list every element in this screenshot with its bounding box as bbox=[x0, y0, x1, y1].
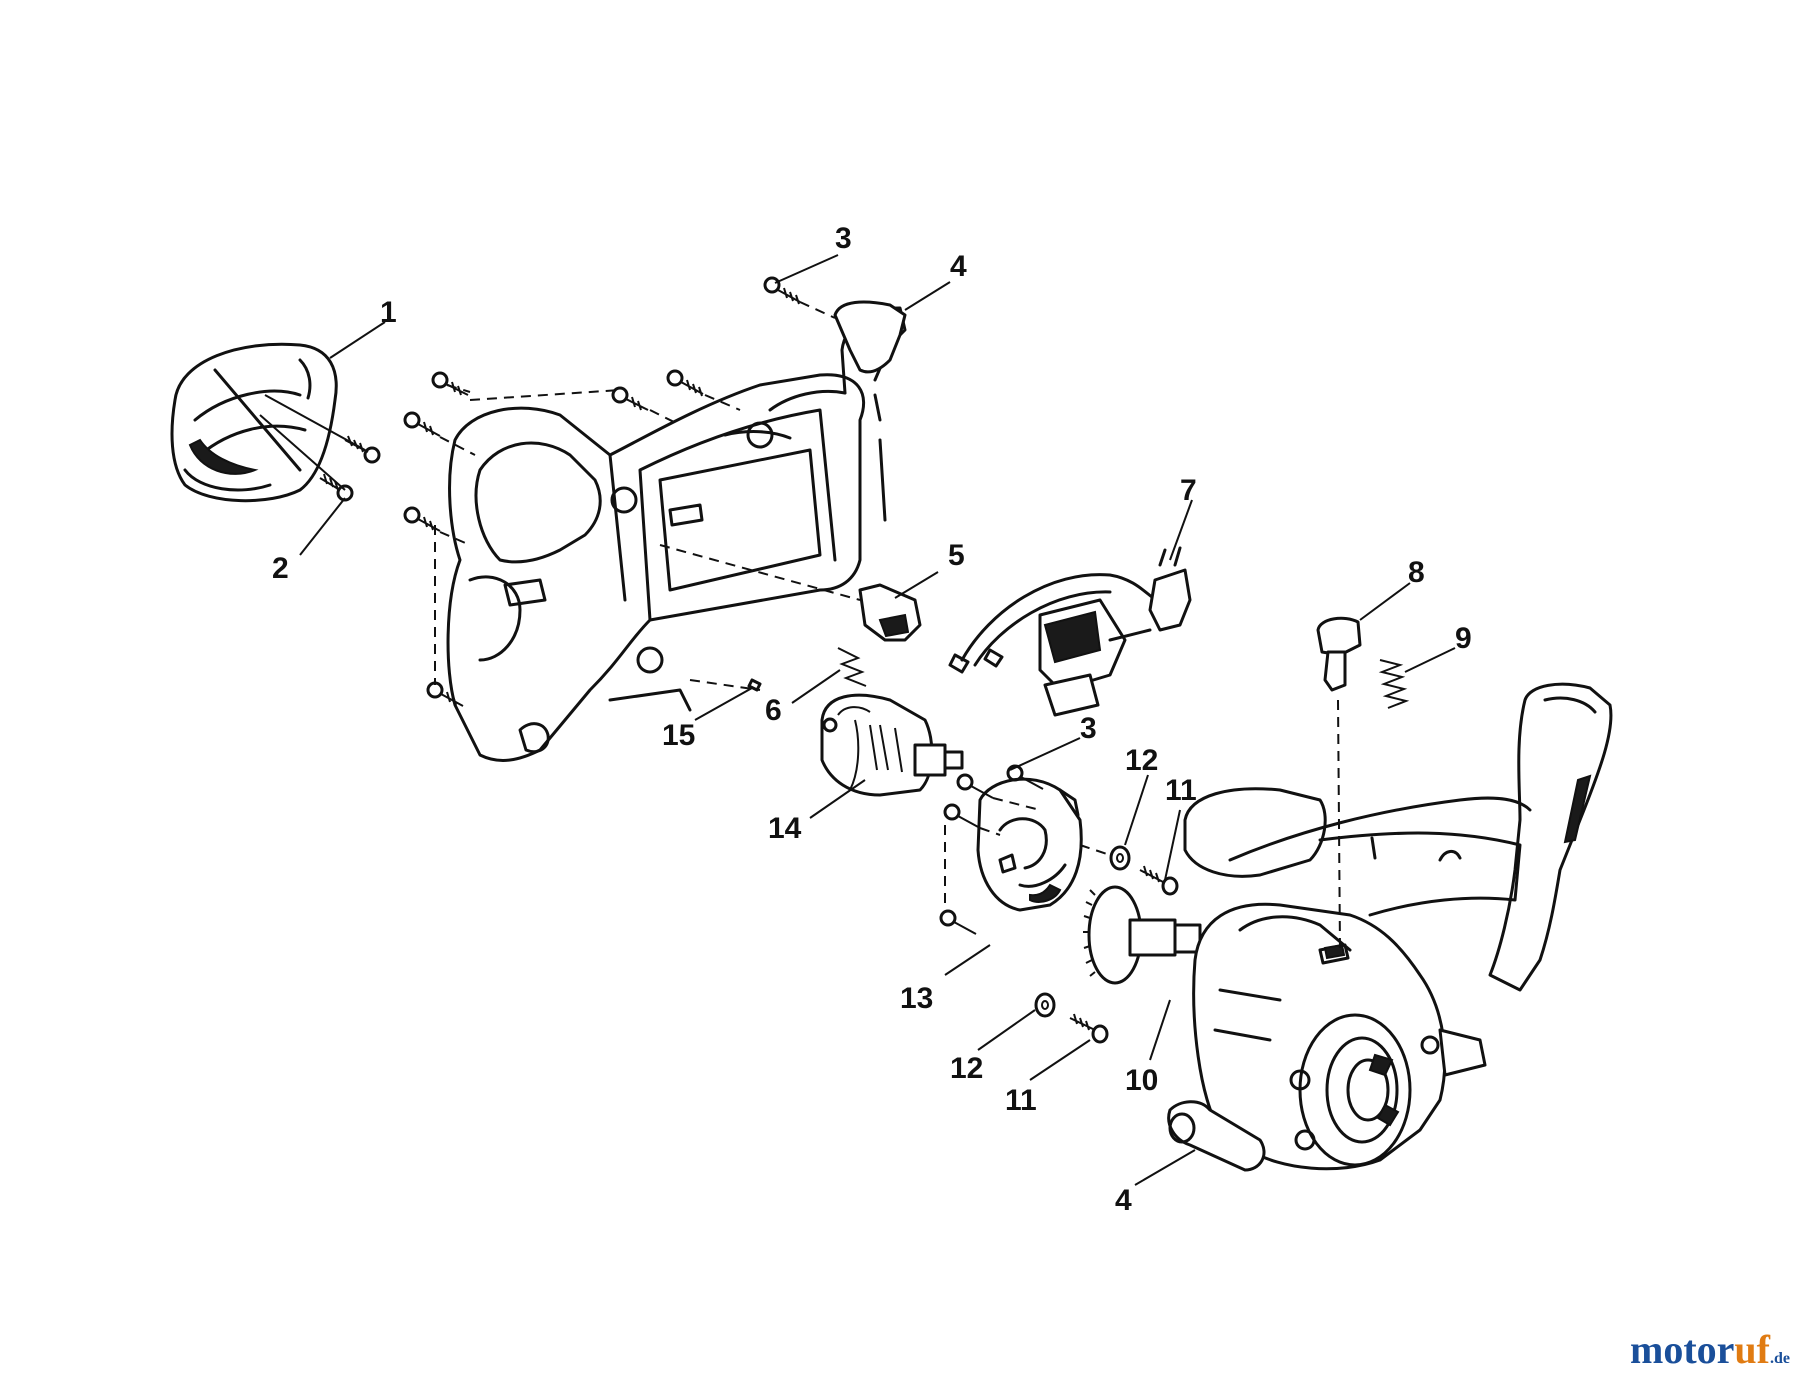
callout-12-top: 12 bbox=[1125, 744, 1158, 777]
part-14-motor bbox=[820, 693, 964, 797]
right-housing-assembly bbox=[1167, 682, 1613, 1172]
callout-1: 1 bbox=[380, 296, 397, 329]
part-10-gear bbox=[1083, 885, 1202, 985]
part-7-switch bbox=[948, 546, 1192, 717]
part-6-spring bbox=[837, 647, 867, 687]
callout-labels: 1 2 3 4 5 6 15 7 8 9 3 12 11 14 13 12 11… bbox=[272, 222, 1472, 1217]
part-3-screws-gearbox bbox=[939, 764, 1044, 935]
callout-11-bottom: 11 bbox=[1005, 1084, 1037, 1117]
callout-6: 6 bbox=[765, 694, 782, 727]
part-2-screws bbox=[319, 435, 381, 502]
callout-4-top: 4 bbox=[950, 250, 967, 283]
part-4-top-guard bbox=[833, 300, 907, 374]
callout-3-gearbox: 3 bbox=[1080, 712, 1097, 745]
callout-14: 14 bbox=[768, 812, 802, 845]
part-1-end-cap bbox=[170, 342, 366, 503]
callout-13: 13 bbox=[900, 982, 933, 1015]
callout-4-bottom: 4 bbox=[1115, 1184, 1132, 1217]
assembly-lines-housing bbox=[434, 301, 861, 691]
leader-lines bbox=[299, 254, 1456, 1186]
callout-2: 2 bbox=[272, 552, 289, 585]
watermark-text-uf: uf bbox=[1734, 1327, 1770, 1372]
part-5-trigger-lock bbox=[858, 583, 922, 642]
callout-3-top: 3 bbox=[835, 222, 852, 255]
part-8-lock-button bbox=[1316, 616, 1362, 692]
motoruf-watermark: motoruf.de bbox=[1630, 1326, 1790, 1373]
callout-8: 8 bbox=[1408, 556, 1425, 589]
part-15-pin bbox=[747, 678, 762, 692]
callout-12-bottom: 12 bbox=[950, 1052, 983, 1085]
part-12-washers bbox=[1034, 845, 1131, 1018]
main-housing-left-half bbox=[446, 306, 907, 762]
callout-15: 15 bbox=[662, 719, 695, 752]
watermark-text-motor: motor bbox=[1630, 1327, 1735, 1372]
callout-5: 5 bbox=[948, 539, 965, 572]
part-3-screws-top bbox=[403, 276, 801, 707]
callout-11-top: 11 bbox=[1165, 774, 1197, 807]
watermark-text-domain: .de bbox=[1770, 1350, 1790, 1367]
callout-9: 9 bbox=[1455, 622, 1472, 655]
part-9-spring bbox=[1378, 659, 1410, 709]
callout-7: 7 bbox=[1180, 474, 1197, 507]
callout-10: 10 bbox=[1125, 1064, 1158, 1097]
part-11-bolts bbox=[1069, 844, 1179, 1044]
